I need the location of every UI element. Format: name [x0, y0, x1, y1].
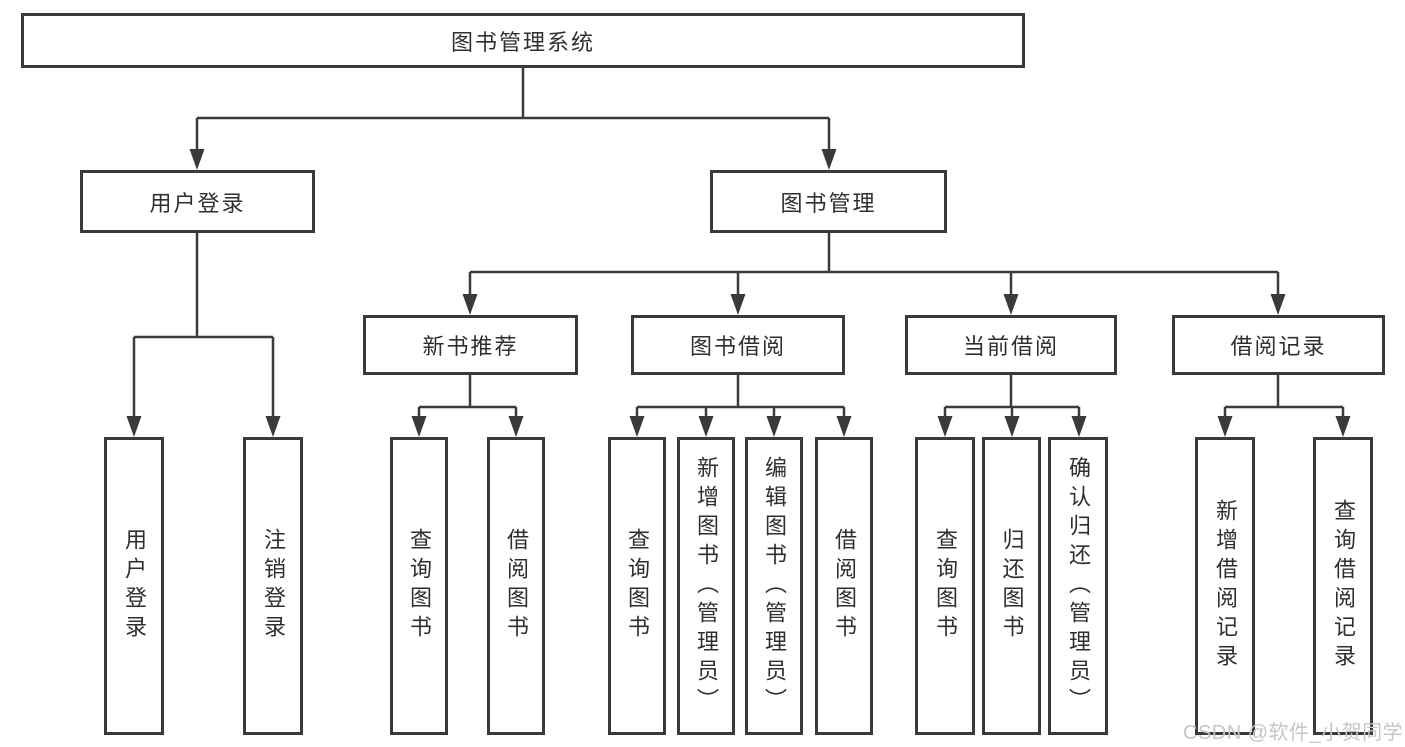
leaf-borrow-books-1-label: 借阅图书: [504, 528, 529, 644]
leaf-borrow-books-2: 借阅图书: [815, 437, 873, 735]
node-book-borrow-label: 图书借阅: [689, 334, 786, 359]
leaf-return-books: 归还图书: [982, 437, 1041, 735]
leaf-add-books-admin-label: 新增图书（管理员）: [694, 455, 719, 717]
leaf-borrow-books-2-label: 借阅图书: [832, 528, 857, 644]
leaf-add-borrow-record: 新增借阅记录: [1195, 437, 1255, 735]
leaf-edit-books-admin-label: 编辑图书（管理员）: [762, 455, 787, 717]
connector-current-borrow-to-leaves: [937, 375, 1087, 437]
leaf-user-login-label: 用户登录: [122, 528, 147, 644]
leaf-query-books-3-label: 查询图书: [933, 528, 958, 644]
node-root-label: 图书管理系统: [450, 29, 595, 55]
node-current-borrow-label: 当前借阅: [962, 334, 1059, 359]
connector-borrow-records-to-leaves: [1217, 375, 1351, 437]
node-book-management: 图书管理: [710, 170, 947, 233]
leaf-query-books-1-label: 查询图书: [407, 528, 432, 644]
node-user-login-label: 用户登录: [149, 190, 246, 216]
node-root: 图书管理系统: [21, 13, 1025, 68]
leaf-query-books-2-label: 查询图书: [625, 528, 650, 644]
connector-book-management-to-modules: [462, 233, 1286, 315]
leaf-logout: 注销登录: [243, 437, 303, 735]
connector-user-login-to-leaves: [126, 233, 281, 437]
watermark-text: CSDN @软件_小贺同学: [1183, 722, 1404, 744]
connector-book-borrow-to-leaves: [629, 375, 852, 437]
leaf-borrow-books-1: 借阅图书: [487, 437, 545, 735]
leaf-confirm-return-admin: 确认归还（管理员）: [1048, 437, 1108, 735]
node-book-borrow: 图书借阅: [631, 315, 845, 375]
leaf-query-books-1: 查询图书: [390, 437, 448, 735]
connector-root-to-branches: [189, 68, 837, 170]
leaf-user-login: 用户登录: [104, 437, 164, 735]
node-new-book-recommend-label: 新书推荐: [422, 334, 519, 359]
node-new-book-recommend: 新书推荐: [363, 315, 578, 375]
leaf-add-borrow-record-label: 新增借阅记录: [1213, 499, 1238, 673]
leaf-edit-books-admin: 编辑图书（管理员）: [745, 437, 803, 735]
leaf-add-books-admin: 新增图书（管理员）: [677, 437, 735, 735]
leaf-logout-label: 注销登录: [261, 528, 286, 644]
connector-new-book-to-leaves: [411, 375, 524, 437]
node-user-login: 用户登录: [80, 170, 315, 233]
node-current-borrow: 当前借阅: [905, 315, 1117, 375]
leaf-query-books-2: 查询图书: [608, 437, 666, 735]
leaf-query-borrow-record-label: 查询借阅记录: [1331, 499, 1356, 673]
node-borrow-records: 借阅记录: [1172, 315, 1385, 375]
leaf-confirm-return-admin-label: 确认归还（管理员）: [1066, 455, 1091, 717]
node-book-management-label: 图书管理: [780, 190, 877, 216]
leaf-return-books-label: 归还图书: [999, 528, 1025, 644]
node-borrow-records-label: 借阅记录: [1230, 334, 1327, 359]
leaf-query-books-3: 查询图书: [915, 437, 975, 735]
leaf-query-borrow-record: 查询借阅记录: [1313, 437, 1373, 735]
